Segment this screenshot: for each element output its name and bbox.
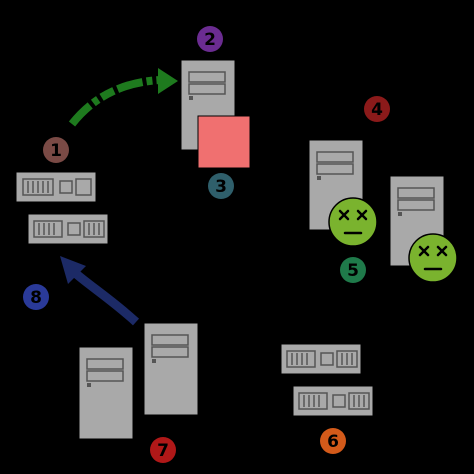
step-badge-4: 4	[364, 96, 390, 122]
step-badge-circle	[320, 428, 346, 454]
step-badge-circle	[150, 437, 176, 463]
step-badge-5: 5	[340, 257, 366, 283]
rack-server-group-6	[280, 343, 374, 417]
step-badge-2: 2	[197, 26, 223, 52]
failed-face-icon	[408, 233, 458, 283]
tower-server-7b	[143, 322, 199, 416]
step-badge-label: 2	[204, 30, 216, 50]
step-badge-circle	[197, 26, 223, 52]
step-badge-label: 3	[215, 177, 227, 197]
green-arrow	[68, 68, 178, 127]
step-badge-circle	[23, 284, 49, 310]
step-badge-label: 8	[30, 288, 42, 308]
step-badge-label: 1	[50, 141, 62, 161]
step-badge-circle	[364, 96, 390, 122]
step-badge-label: 7	[157, 441, 169, 461]
blue-arrow	[60, 256, 140, 326]
step-badge-circle	[340, 257, 366, 283]
rack-server	[27, 213, 109, 245]
step-badge-label: 4	[371, 100, 383, 120]
step-badge-circle	[43, 137, 69, 163]
step-badge-3: 3	[208, 173, 234, 199]
rack-server	[15, 171, 97, 203]
step-badge-label: 6	[327, 432, 339, 452]
rack-server	[280, 343, 362, 375]
tower-server-7a	[78, 346, 134, 440]
highlight-box	[197, 115, 251, 169]
step-badge-circle	[208, 173, 234, 199]
step-badge-6: 6	[320, 428, 346, 454]
rack-server-group-1	[15, 171, 109, 245]
step-badge-7: 7	[150, 437, 176, 463]
failed-face-icon	[328, 197, 378, 247]
rack-server	[292, 385, 374, 417]
step-badge-8: 8	[23, 284, 49, 310]
step-badge-1: 1	[43, 137, 69, 163]
step-badge-label: 5	[347, 261, 359, 281]
